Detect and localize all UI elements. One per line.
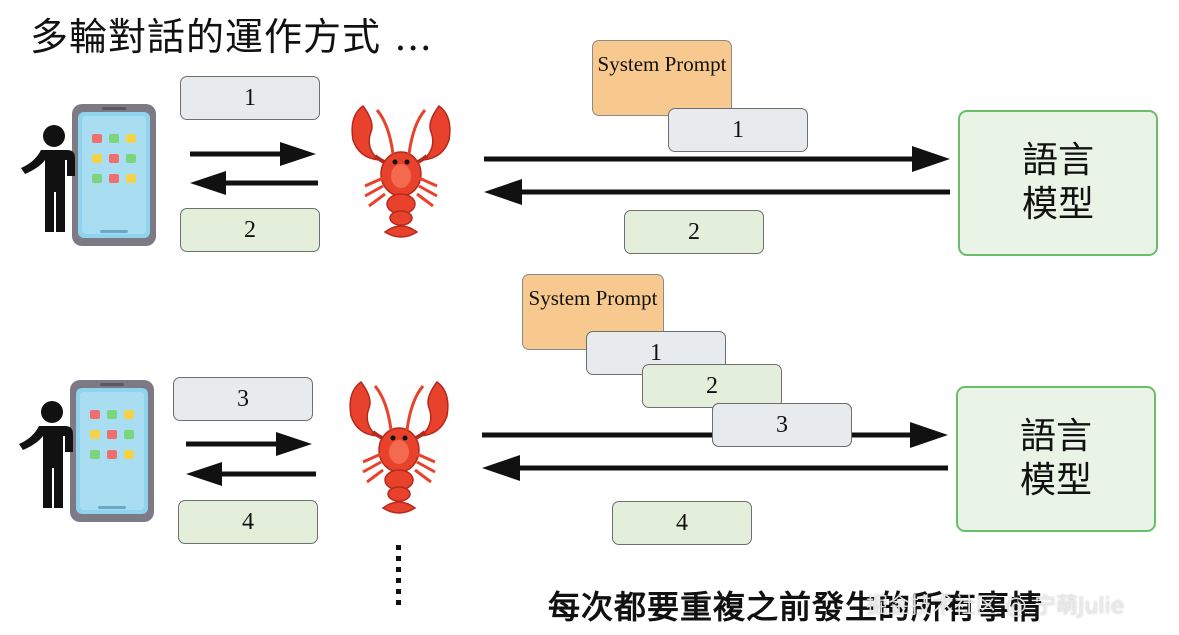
language-model-box: 語言 模型 xyxy=(958,110,1158,256)
watermark: 掘金技术社区 @ 宁萌Julie xyxy=(866,594,1125,619)
lobster-icon xyxy=(351,104,451,238)
response-box-4: 4 xyxy=(612,501,752,545)
arrow-left-icon xyxy=(186,462,316,486)
person-icon xyxy=(19,401,73,508)
phone-icon xyxy=(72,104,156,246)
phone-icon xyxy=(70,380,154,522)
response-box-2: 2 xyxy=(624,210,764,254)
message-box-1: 1 xyxy=(180,76,320,120)
model-label-line2: 模型 xyxy=(1021,184,1094,225)
person-phone-icon xyxy=(21,104,156,246)
system-prompt-box: System Prompt xyxy=(592,40,732,116)
arrow-left-icon xyxy=(484,179,950,205)
arrow-left-icon xyxy=(482,455,948,481)
page-title: 多輪對話的運作方式 … xyxy=(30,15,434,59)
arrow-right-icon xyxy=(186,432,312,456)
message-box-3: 3 xyxy=(173,377,313,421)
continuation-dots xyxy=(396,545,402,611)
model-label-line1: 語言 xyxy=(1021,140,1094,181)
arrow-right-icon xyxy=(190,142,316,166)
model-label-line2: 模型 xyxy=(1019,460,1092,501)
language-model-box: 語言 模型 xyxy=(956,386,1156,532)
message-box-4: 4 xyxy=(178,500,318,544)
person-phone-icon xyxy=(19,380,154,522)
context-box-1: 1 xyxy=(668,108,808,152)
arrow-right-icon xyxy=(484,146,950,172)
model-label-line1: 語言 xyxy=(1019,416,1092,457)
person-icon xyxy=(21,125,75,232)
context-box-3: 3 xyxy=(712,403,852,447)
context-box-2: 2 xyxy=(642,364,782,408)
message-box-2: 2 xyxy=(180,208,320,252)
footer-caption: 每次都要重複之前發生的所有事情 xyxy=(548,588,1044,626)
arrow-left-icon xyxy=(190,171,318,195)
lobster-icon xyxy=(349,380,449,514)
